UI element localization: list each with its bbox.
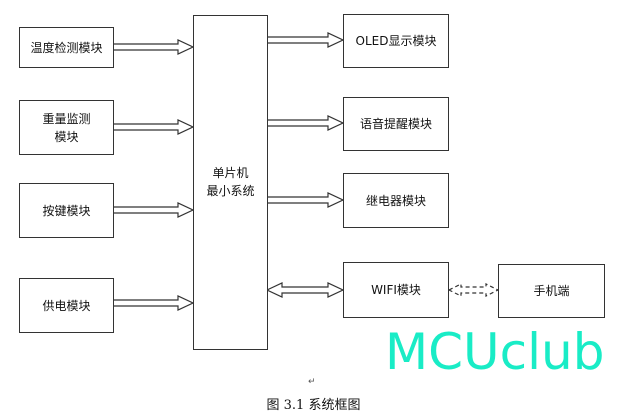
arrow-output-1	[266, 32, 345, 48]
output-box-oled: OLED显示模块	[343, 14, 449, 68]
input-box-power: 供电模块	[19, 278, 114, 333]
figure-caption: 图 3.1 系统框图	[266, 398, 361, 413]
box-label: OLED显示模块	[355, 34, 437, 48]
box-label: 温度检测模块	[30, 40, 103, 55]
output-box-wifi: WIFI模块	[343, 262, 449, 318]
arrow-bidirectional-wifi	[265, 282, 345, 298]
box-label: WIFI模块	[371, 283, 421, 297]
box-label: 按键模块	[42, 203, 91, 218]
box-label: 供电模块	[42, 298, 91, 313]
mcu-box: 单片机 最小系统	[193, 15, 268, 350]
arrow-dashed-phone	[447, 283, 500, 297]
input-box-temperature: 温度检测模块	[19, 27, 114, 68]
output-box-voice: 语音提醒模块	[343, 97, 449, 151]
paragraph-mark: ↵	[308, 377, 316, 387]
output-box-relay: 继电器模块	[343, 173, 449, 228]
arrow-output-3	[266, 192, 345, 208]
arrow-input-2	[112, 119, 195, 135]
box-label: 单片机 最小系统	[206, 166, 255, 198]
phone-box: 手机端	[498, 264, 605, 318]
input-box-weight: 重量监测 模块	[19, 100, 114, 155]
arrow-input-4	[112, 295, 195, 311]
box-label: 语音提醒模块	[359, 117, 432, 131]
box-label: 手机端	[533, 284, 570, 298]
box-label: 重量监测 模块	[42, 111, 91, 144]
arrow-output-2	[266, 115, 345, 131]
arrow-input-3	[112, 202, 195, 218]
input-box-keys: 按键模块	[19, 183, 114, 238]
box-label: 继电器模块	[365, 193, 426, 208]
arrow-input-1	[112, 39, 195, 55]
